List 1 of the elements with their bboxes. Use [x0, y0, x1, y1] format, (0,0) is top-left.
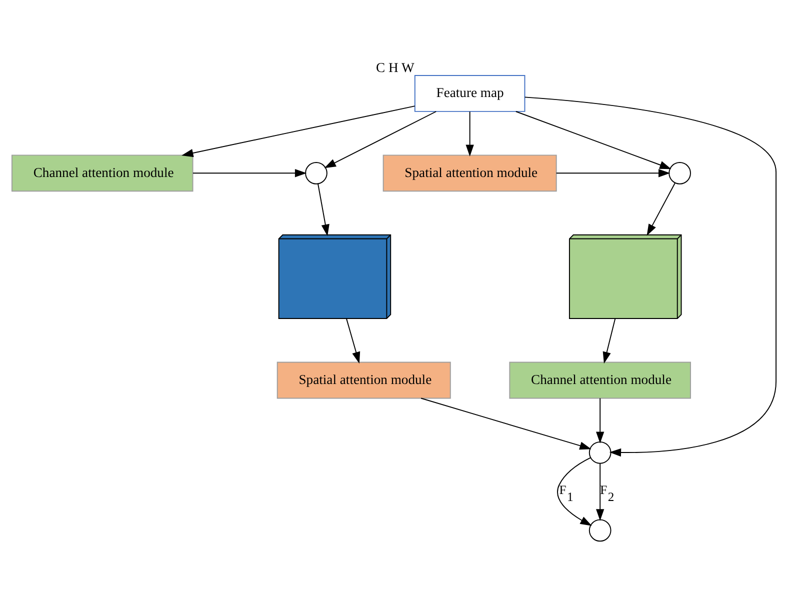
node-label: C H W: [376, 60, 414, 75]
